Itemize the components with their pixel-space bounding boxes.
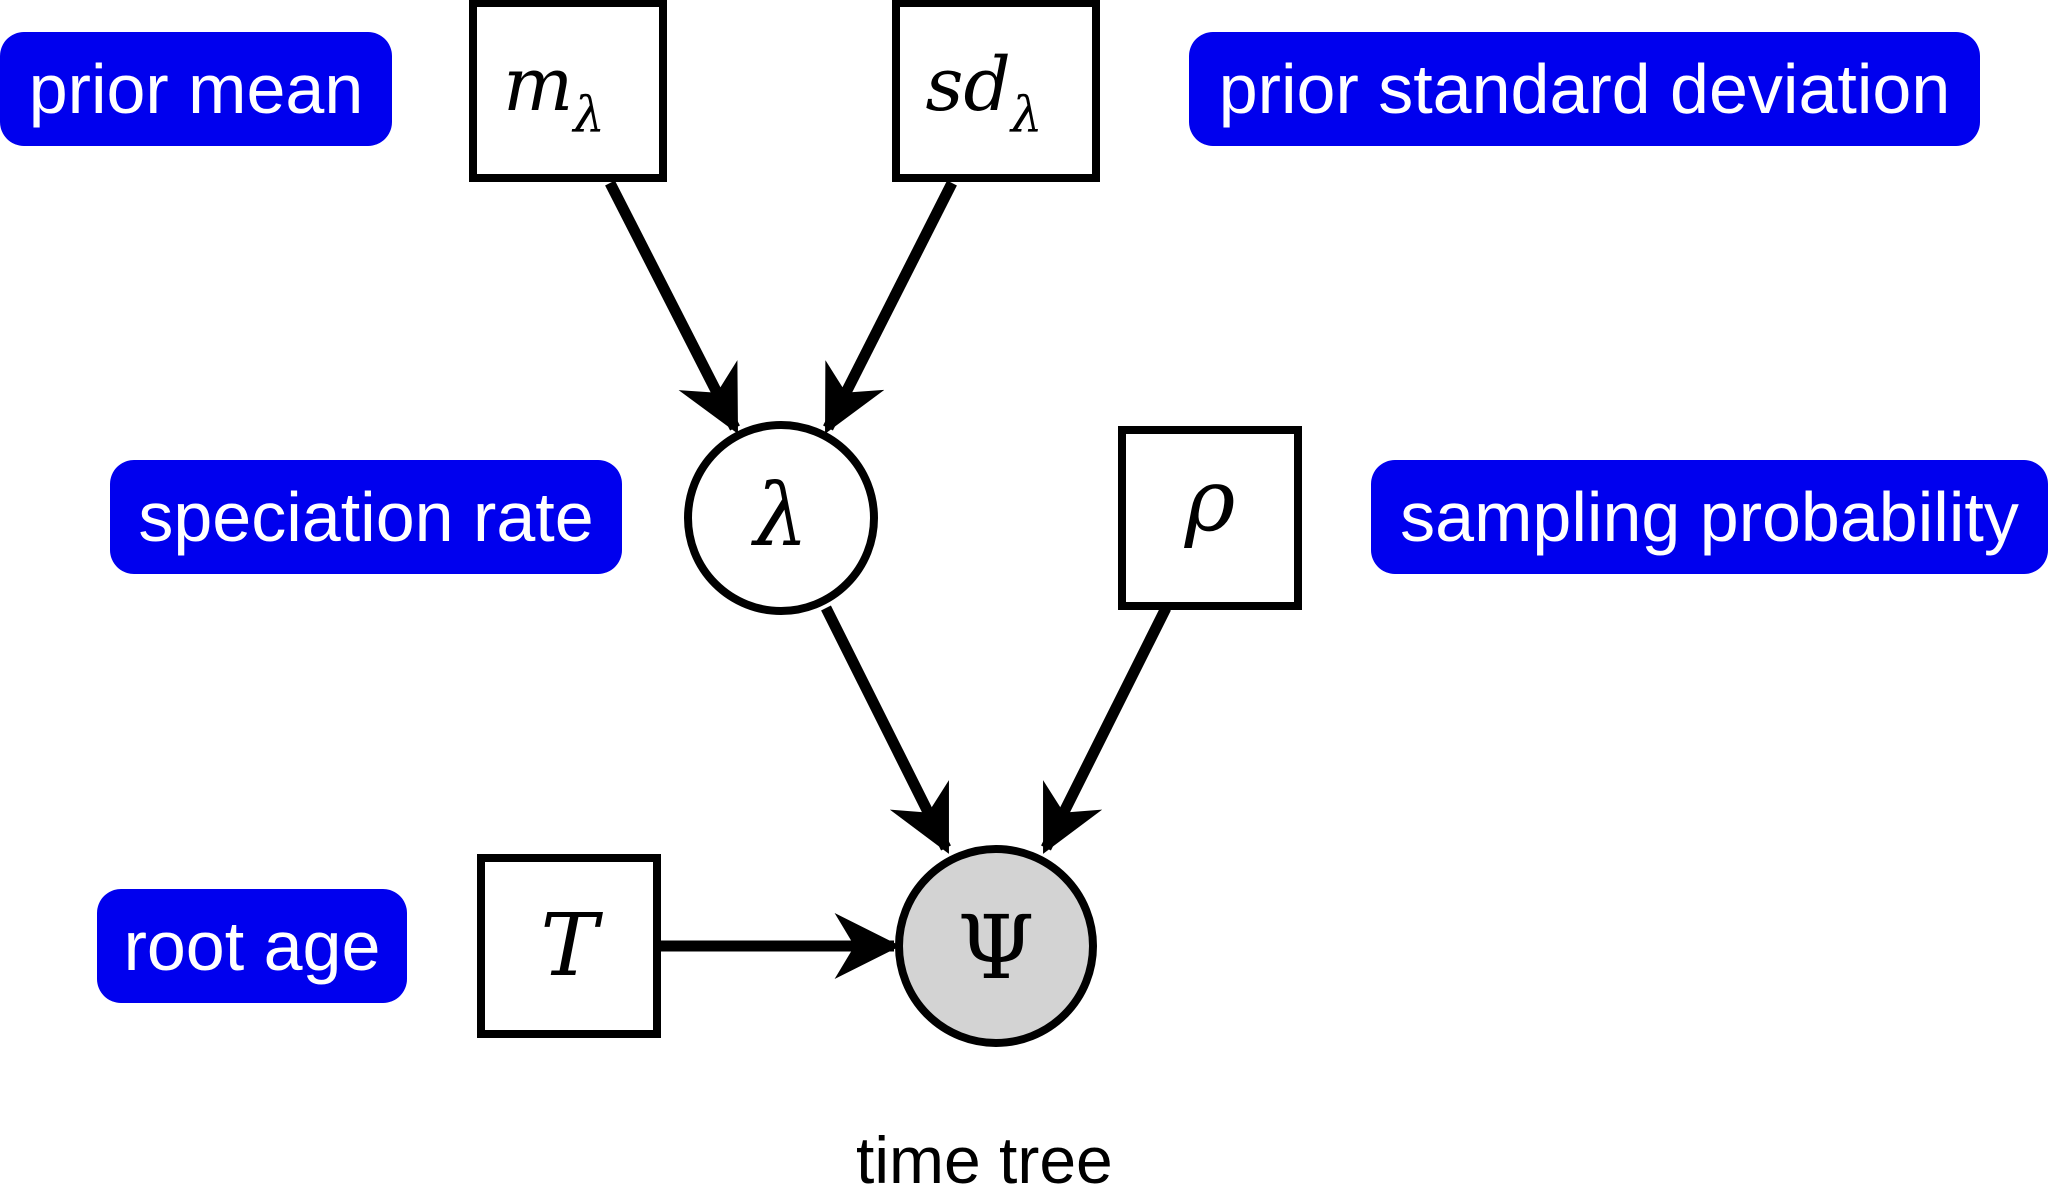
node-m-lambda-subscript: λ	[571, 86, 605, 144]
node-t: T	[477, 854, 661, 1038]
node-psi-symbol: Ψ	[957, 896, 1034, 999]
label-root-age: root age	[97, 889, 407, 1003]
node-sd-lambda: sdλ	[892, 0, 1100, 182]
node-sd-lambda-subscript: λ	[1009, 86, 1043, 144]
label-prior-mean: prior mean	[0, 32, 392, 146]
node-rho: ρ	[1118, 426, 1302, 610]
edge-sd-lambda-to-lambda	[823, 180, 957, 434]
svg-text:mλ: mλ	[503, 42, 605, 144]
node-lambda-symbol: λ	[751, 466, 809, 566]
node-sd-lambda-symbol: sd	[925, 42, 1010, 128]
edges	[605, 180, 1171, 979]
label-sampling-probability: sampling probability	[1371, 460, 2048, 574]
node-m-lambda: mλ	[469, 0, 667, 182]
constant-node-box	[469, 0, 667, 182]
svg-text:sdλ: sdλ	[925, 42, 1042, 144]
node-m-lambda-symbol: m	[503, 42, 573, 128]
label-prior-standard-deviation: prior standard deviation	[1189, 32, 1980, 146]
stochastic-node-circle	[684, 421, 878, 615]
node-rho-symbol: ρ	[1184, 451, 1236, 551]
label-speciation-rate: speciation rate	[110, 460, 622, 574]
constant-node-box	[892, 0, 1100, 182]
constant-node-box	[1118, 426, 1302, 610]
node-lambda: λ	[684, 421, 878, 615]
edge-lambda-to-psi	[821, 605, 951, 854]
constant-node-box	[477, 854, 661, 1038]
edge-rho-to-psi	[1041, 605, 1171, 854]
edge-m-lambda-to-lambda	[605, 180, 740, 434]
node-psi: Ψ	[895, 845, 1097, 1047]
node-t-symbol: T	[540, 896, 603, 996]
observed-node-circle	[895, 845, 1097, 1047]
caption-time-tree: time tree	[856, 1123, 1113, 1197]
